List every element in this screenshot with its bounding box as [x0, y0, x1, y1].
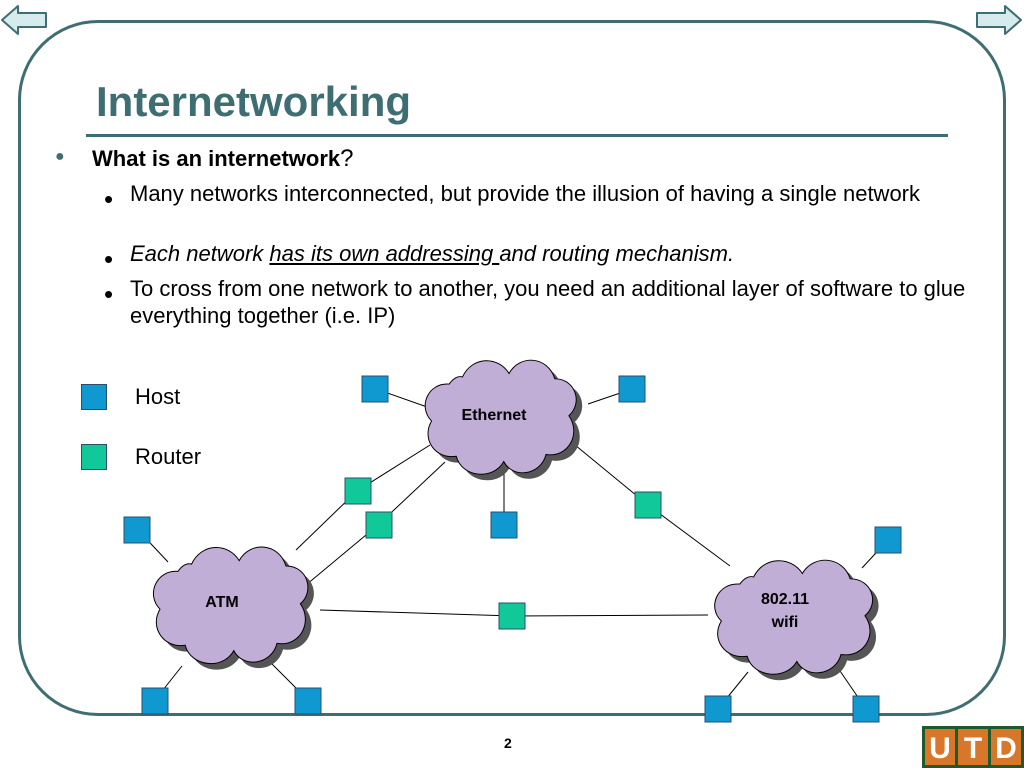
legend-host-label: Host	[135, 384, 181, 409]
page-number: 2	[504, 735, 512, 751]
legend-host-swatch	[81, 384, 107, 410]
right-arrow-icon	[976, 5, 1022, 35]
slide-title: Internetworking	[96, 78, 412, 125]
logo-letter-d: D	[995, 732, 1017, 765]
bullet-sub-2: Each network has its own addressing and …	[130, 241, 735, 266]
logo-letter-u: U	[929, 732, 951, 765]
previous-slide-button[interactable]	[0, 3, 48, 37]
legend-router-label: Router	[135, 444, 202, 469]
bullet-dot-icon: •	[104, 184, 114, 214]
left-arrow-icon	[1, 5, 47, 35]
bullet-sub-3: To cross from one network to another, yo…	[130, 276, 966, 328]
logo-letter-t: T	[964, 732, 982, 765]
bullet-dot-icon: ●	[55, 148, 65, 165]
utd-logo: U T D	[922, 726, 1024, 768]
next-slide-button[interactable]	[975, 3, 1023, 37]
bullet-dot-icon: •	[104, 244, 114, 274]
bullet-dot-icon: •	[104, 279, 114, 309]
bullet-sub-1: Many networks interconnected, but provid…	[130, 181, 921, 206]
bullet-main: What is an internetwork?	[92, 145, 354, 172]
legend-router-swatch	[81, 444, 107, 470]
slide-frame	[18, 20, 1006, 716]
title-underline	[86, 134, 948, 137]
